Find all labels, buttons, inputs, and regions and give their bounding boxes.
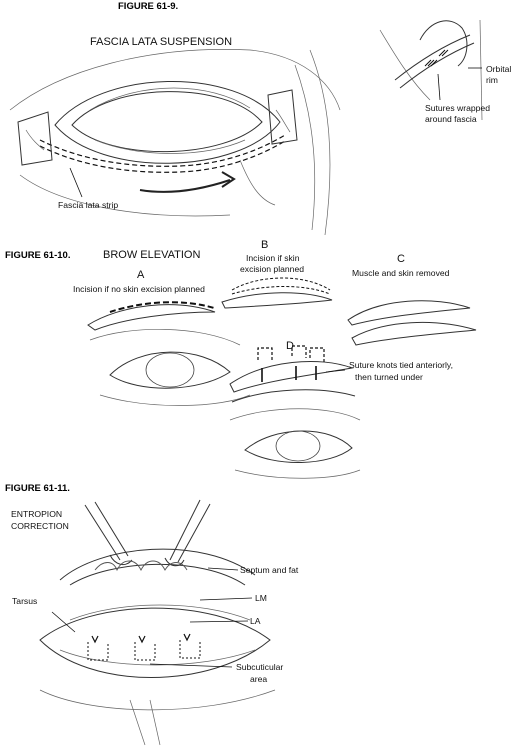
subcuticular-label-line1: Subcuticular [236, 662, 283, 672]
brow-d-label-line2: then turned under [355, 372, 423, 382]
fascia-eye [54, 80, 281, 164]
figure-61-9-caption: FASCIA LATA SUSPENSION [90, 36, 232, 48]
brow-c-letter: C [397, 253, 405, 265]
brow-eye-after [229, 408, 361, 479]
figure-61-10-title: FIGURE 61-10. [5, 250, 70, 261]
entropion-retractors [84, 499, 211, 567]
entropion-caption-line1: ENTROPION [11, 509, 62, 519]
lm-label: LM [255, 593, 267, 603]
entropion-caption-line2: CORRECTION [11, 521, 69, 531]
tarsus-label: Tarsus [12, 596, 37, 606]
orbital-rim-detail [379, 19, 483, 121]
figure-61-9: FIGURE 61-9. FASCIA LATA SUSPENSION [9, 1, 511, 236]
la-label: LA [250, 616, 261, 626]
figure-61-10-caption: BROW ELEVATION [103, 249, 200, 261]
figure-61-11-title: FIGURE 61-11. [5, 483, 70, 494]
sutures-label-line1: Sutures wrapped [425, 103, 490, 113]
orbital-rim-label-line1: Orbital [486, 64, 511, 74]
figure-61-10: FIGURE 61-10. BROW ELEVATION A Incision … [5, 239, 477, 479]
brow-a-drawing [87, 301, 216, 331]
brow-c-drawing [347, 300, 477, 346]
brow-b-letter: B [261, 239, 268, 251]
orbital-rim-label-line2: rim [486, 75, 498, 85]
fascia-strip-label: Fascia lata strip [58, 200, 118, 210]
figure-61-11: FIGURE 61-11. ENTROPION CORRECTION [5, 483, 299, 746]
brow-a-label: Incision if no skin excision planned [73, 284, 205, 294]
brow-b-label-line2: excision planned [240, 264, 304, 274]
brow-d-label-line1: Suture knots tied anteriorly, [349, 360, 453, 370]
sutures-label-line2: around fascia [425, 114, 477, 124]
brow-eye-before [89, 328, 251, 406]
entropion-sutures [87, 633, 201, 661]
fascia-face-sketch [9, 49, 341, 236]
brow-d-letter: D [286, 340, 294, 352]
brow-b-drawing [221, 277, 333, 309]
brow-a-letter: A [137, 269, 145, 281]
fascia-side-incisions [17, 89, 298, 166]
subcuticular-label-line2: area [250, 674, 267, 684]
brow-c-label: Muscle and skin removed [352, 268, 450, 278]
figure-61-9-title: FIGURE 61-9. [118, 1, 178, 12]
brow-d-drawing [229, 345, 356, 403]
brow-b-label-line1: Incision if skin [246, 253, 300, 263]
fascia-strip-path [39, 134, 286, 193]
septum-fat-label: Septum and fat [240, 565, 299, 575]
entropion-lid [39, 548, 276, 746]
